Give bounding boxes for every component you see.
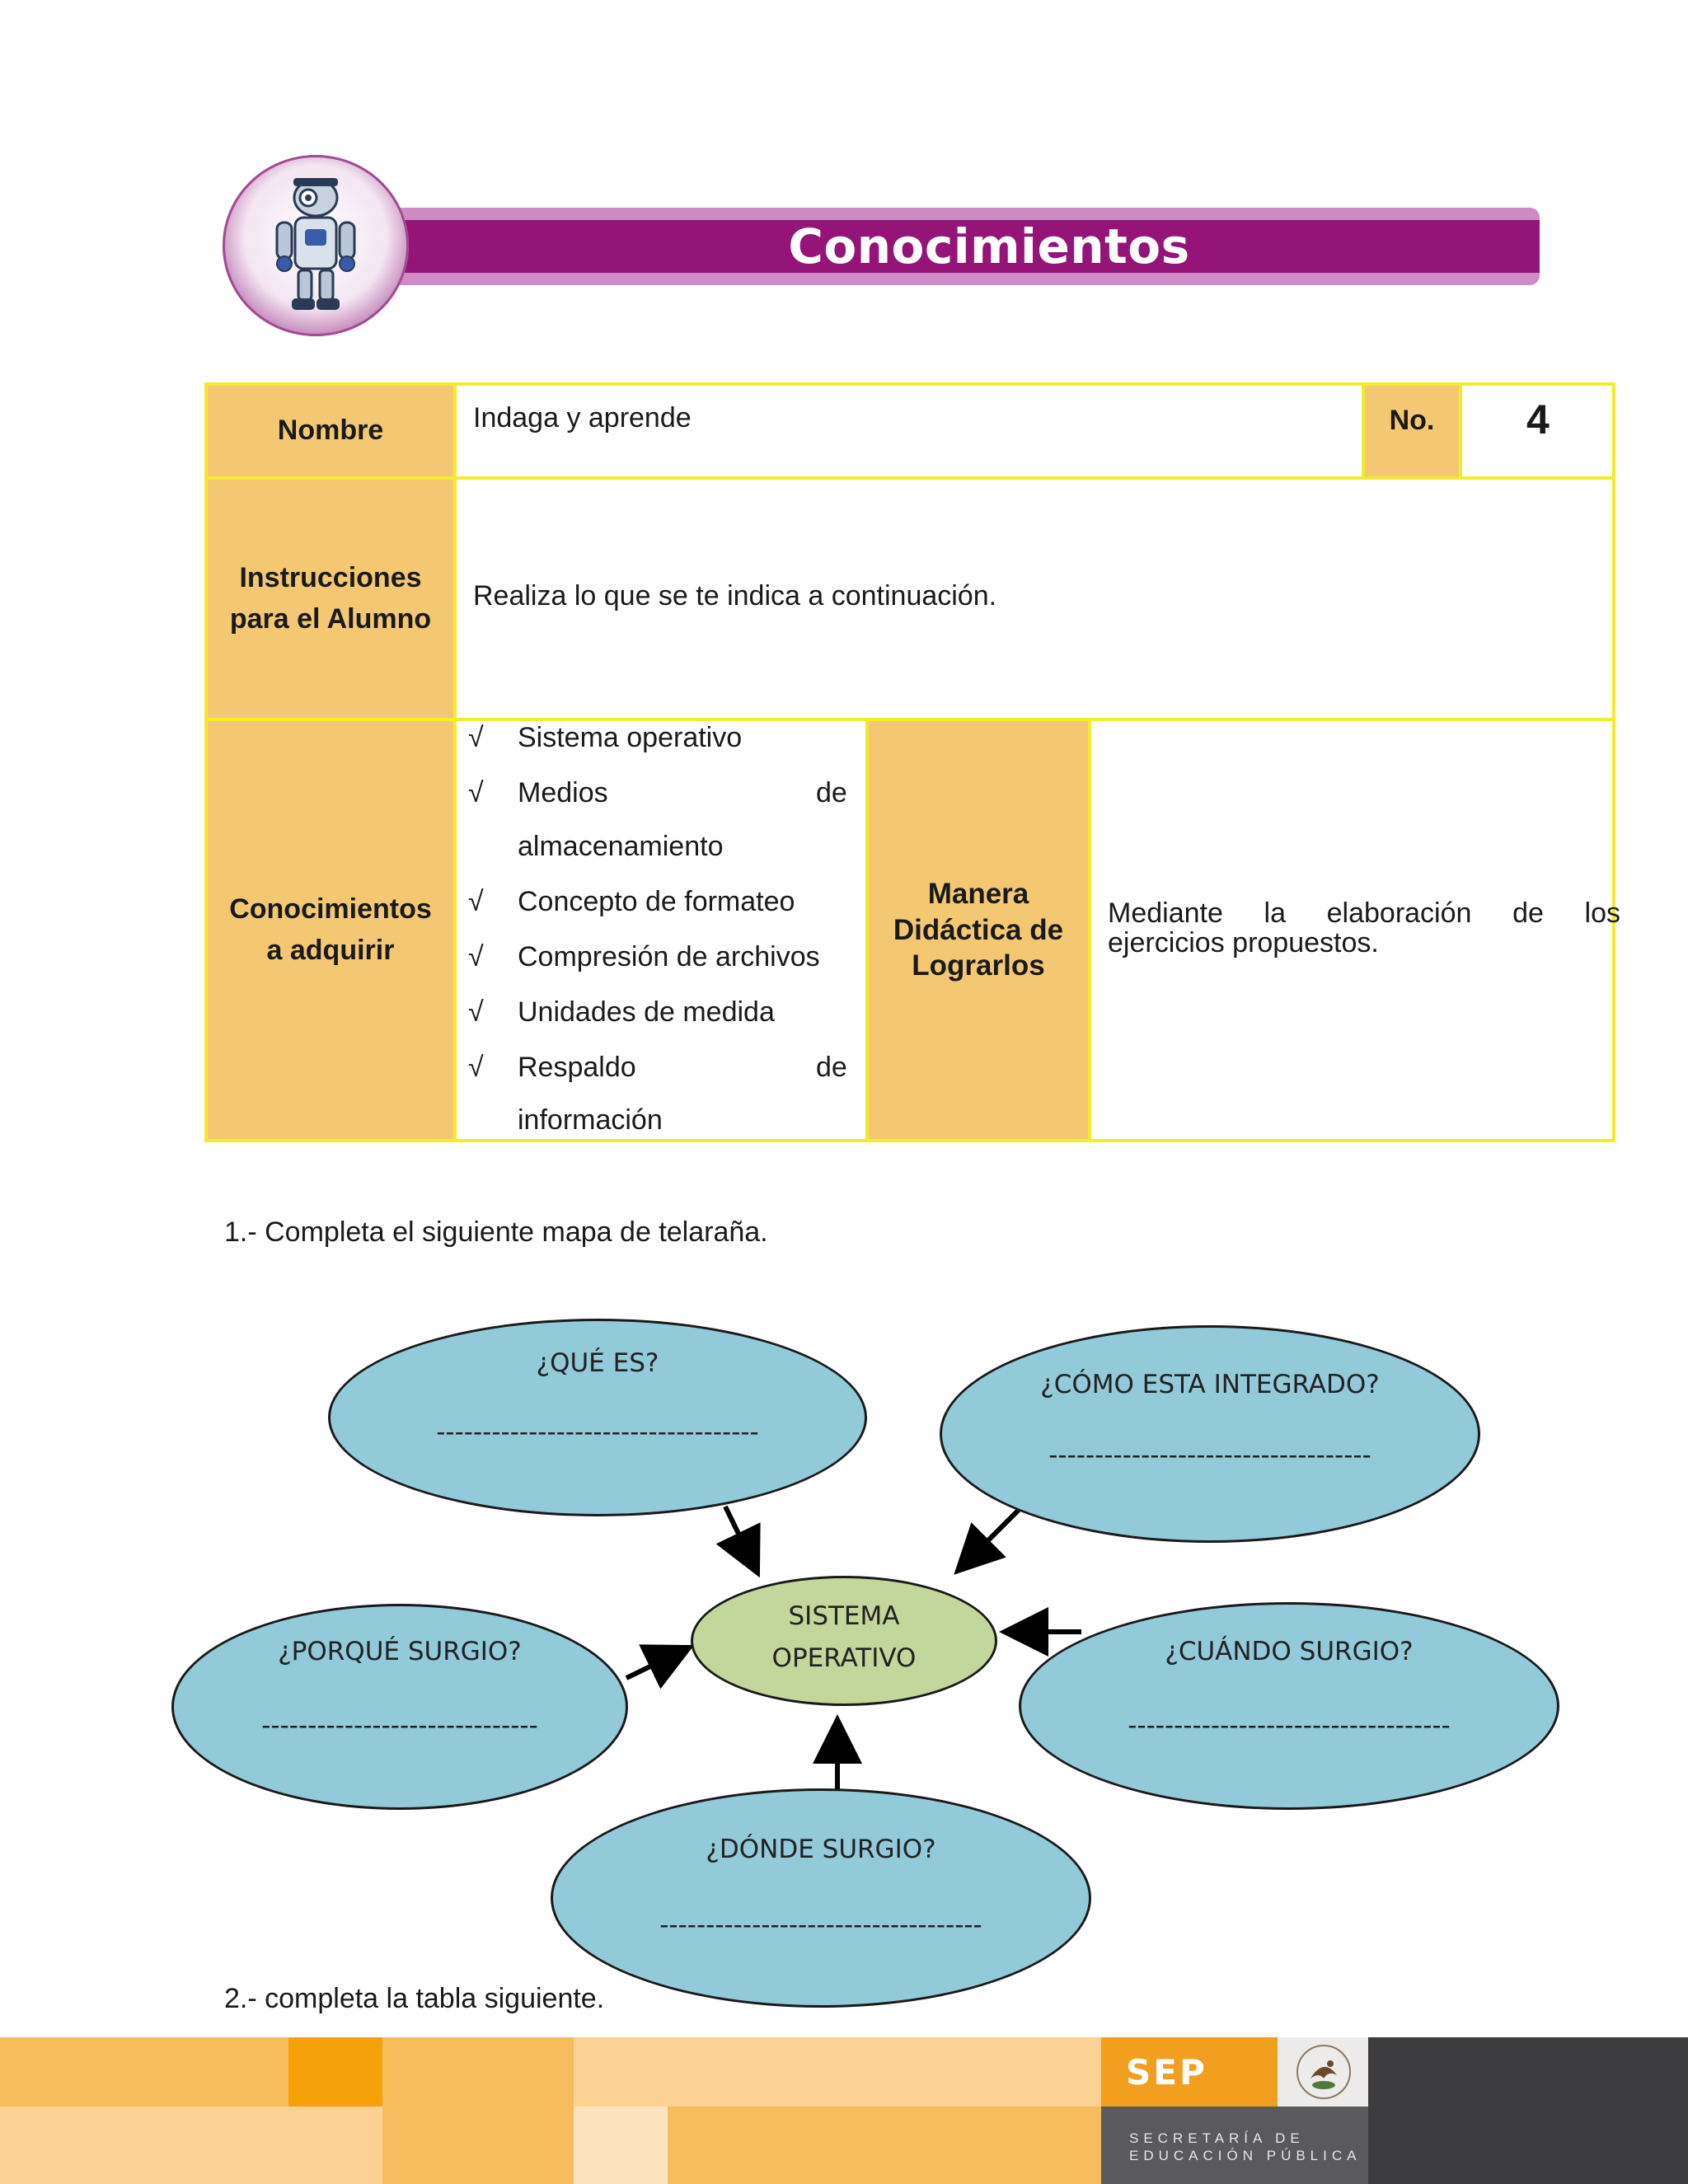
node-porque: [171, 1604, 628, 1810]
node-como-label: ¿CÓMO ESTA INTEGRADO?: [940, 1370, 1480, 1399]
node-que-es-label: ¿QUÉ ES?: [328, 1348, 867, 1378]
node-como: [940, 1325, 1480, 1543]
node-donde-label: ¿DÓNDE SURGIO?: [551, 1835, 1091, 1864]
mexico-emblem-icon: [1291, 2042, 1357, 2102]
instruction-2: 2.- completa la tabla siguiente.: [224, 1983, 604, 2015]
arrow-porque: [626, 1652, 681, 1678]
node-porque-blank: ------------------------------: [171, 1711, 628, 1741]
node-que-es-blank: -----------------------------------: [328, 1418, 867, 1447]
node-donde: [551, 1788, 1091, 2008]
footer-line1: SECRETARÍA DE: [1129, 2130, 1305, 2147]
node-cuando: [1019, 1602, 1559, 1810]
arrow-que-es: [725, 1507, 753, 1564]
node-como-blank: -----------------------------------: [940, 1441, 1480, 1470]
sep-logo-text: SEP: [1126, 2052, 1207, 2093]
footer-line2: EDUCACIÓN PÚBLICA: [1129, 2148, 1361, 2164]
node-porque-label: ¿PORQUÉ SURGIO?: [171, 1637, 628, 1666]
node-center-line1: SISTEMA: [691, 1601, 997, 1631]
node-center-line2: OPERATIVO: [691, 1643, 997, 1673]
node-donde-blank: -----------------------------------: [551, 1910, 1091, 1940]
node-cuando-blank: -----------------------------------: [1019, 1711, 1559, 1741]
arrow-como: [964, 1510, 1019, 1564]
node-center: [691, 1576, 997, 1706]
node-cuando-label: ¿CUÁNDO SURGIO?: [1019, 1637, 1559, 1666]
